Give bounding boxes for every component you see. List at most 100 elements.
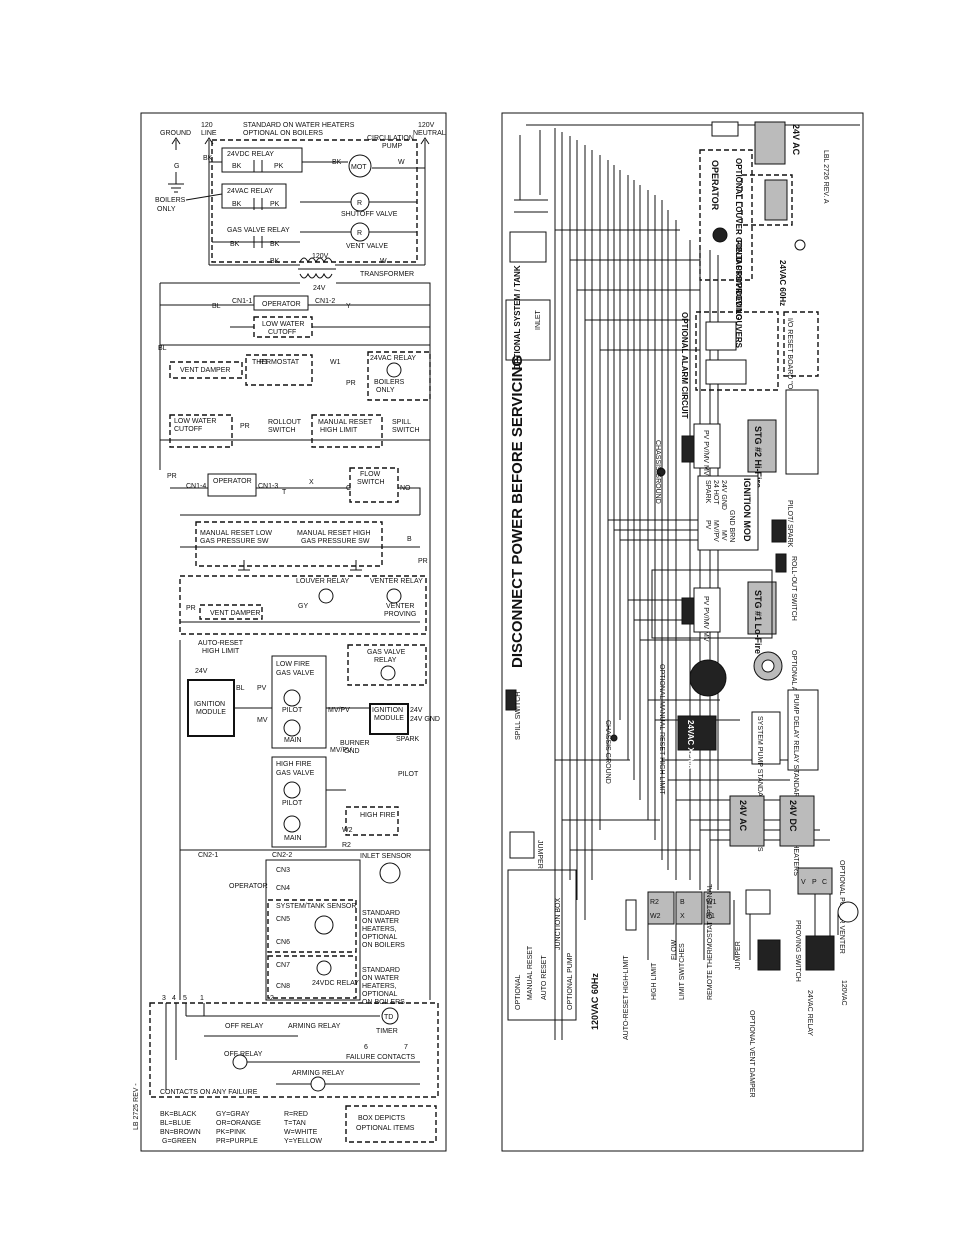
thermostat-label: THERMOSTAT: [252, 359, 300, 366]
gvr-2: RELAY: [374, 657, 397, 664]
rollout-2: SWITCH: [268, 427, 296, 434]
burner-gnd-2: GND: [344, 748, 360, 755]
std3-a: HEATERS,: [362, 926, 397, 933]
ac24-label-top: 24V AC: [791, 124, 801, 156]
bottom-wires: [647, 894, 839, 960]
vent-damper-box-2: [199, 604, 263, 620]
bk-label: BK: [203, 155, 213, 162]
ground-label: GROUND: [160, 130, 191, 137]
rollout-1: ROLLOUT: [268, 419, 302, 426]
gy-1: GY: [298, 603, 308, 610]
ignition-module-box: [697, 475, 759, 551]
spill-2: SWITCH: [392, 427, 420, 434]
pilot-symbol-label: PILOT: [398, 771, 419, 778]
sys-tank-label: SYSTEM/TANK SENSOR: [276, 903, 356, 910]
ign-3: IGNITION: [372, 707, 403, 714]
operator-relay-label: OPERATOR: [213, 478, 252, 485]
boilers-only-leader: [185, 193, 223, 201]
louver-terminal: [764, 179, 788, 221]
y-1: Y: [346, 303, 351, 310]
w-2: W: [380, 258, 387, 265]
stg1-label-box: [747, 581, 777, 635]
opt-alarm-label: OPTIONAL ALARM CIRCUIT: [680, 312, 689, 419]
legend-bl: BL=BLUE: [160, 1120, 191, 1127]
vent-damper-label: VENT DAMPER: [180, 367, 230, 374]
line-label: LINE: [201, 130, 217, 137]
pilot-1: PILOT: [282, 707, 303, 714]
pk-2: PK: [270, 201, 280, 208]
junction-area: [507, 869, 577, 1021]
relay-contact-3: [212, 236, 300, 248]
venter-relay-label: VENTER RELAY: [370, 578, 423, 585]
standard-note-1: STANDARD ON WATER HEATERS: [243, 122, 355, 129]
v120b-label: 120VAC: [840, 980, 847, 1006]
off-relay-contact: OFF RELAY: [225, 1023, 264, 1030]
ac24-label-mid: 24V AC: [738, 800, 748, 832]
pump-motor-icon: [348, 154, 372, 178]
stg1-terminals: [693, 587, 721, 633]
manual-reset-label: MANUAL RESET: [527, 945, 534, 1000]
tb-b: B: [680, 899, 685, 906]
burner-gnd-1: BURNER: [340, 740, 370, 747]
pv-1: PV: [257, 685, 267, 692]
neutral-label: NEUTRAL: [413, 130, 446, 137]
std2-b: ON WATER: [362, 975, 399, 982]
n2: 2: [270, 995, 274, 1002]
relay-contact-2: [253, 198, 263, 210]
bk-1: BK: [232, 163, 242, 170]
pr-3: PR: [167, 473, 177, 480]
optional-label-bottom: OPTIONAL: [515, 974, 522, 1010]
relay-24vdc-coil: [316, 960, 332, 976]
flow-switch-box: [349, 467, 399, 503]
legend-bk: BK=BLACK: [160, 1111, 197, 1118]
shutoff-valve-label: SHUTOFF VALVE: [341, 211, 398, 218]
tb-v-p-c: [797, 867, 833, 895]
ign-term-spark: SPARK: [704, 480, 711, 504]
vac24-label: 24VAC 60Hz: [778, 260, 787, 306]
tb-r2-w2: [647, 891, 675, 925]
terminal-24vac-top: [754, 121, 786, 165]
tb-x: X: [680, 913, 685, 920]
auto-reset-hl-icon: [625, 899, 637, 931]
louver-relay-coil: [318, 588, 334, 604]
connection-diagram: DISCONNECT POWER BEFORE SERVICING LBL 27…: [501, 112, 864, 1152]
legend-gy: GY=GRAY: [216, 1111, 250, 1118]
bk-6: BK: [270, 258, 280, 265]
pump-delay-label: PUMP DELAY RELAY STANDARD ON WATER HEATE…: [792, 694, 799, 876]
off-relay-coil: [232, 1054, 248, 1070]
tb-p: P: [812, 879, 817, 886]
boilers-only-2: ONLY: [157, 206, 176, 213]
sys-pump-label: SYSTEM PUMP STANDARD ON BOILERS: [756, 716, 763, 852]
low-fire-2: GAS VALVE: [276, 670, 315, 677]
ign-term-24gnd: 24V GND: [720, 480, 727, 510]
relay-24vac-bottom-label: 24VAC RELAY: [806, 990, 813, 1036]
relay-contact-1: [253, 160, 263, 172]
legend-g: G=GREEN: [162, 1138, 196, 1145]
io-reset-box: [783, 311, 819, 377]
lwco-label-2: CUTOFF: [268, 329, 296, 336]
td-label: TD: [384, 1014, 393, 1021]
cn7: CN7: [276, 962, 290, 969]
legend-box-1: BOX DEPICTS: [358, 1115, 405, 1122]
venter-proving-2: PROVING: [384, 611, 416, 618]
jumper-label: JUMPER: [536, 840, 543, 869]
cn8: CN8: [276, 983, 290, 990]
tb-r1: R1: [706, 913, 715, 920]
stg1-label: STG #1 Lo-Fire: [753, 590, 763, 654]
louver-box: [741, 174, 793, 226]
venter-relay-coil: [386, 588, 402, 604]
mot-label: MOT: [351, 164, 367, 171]
std5-a: ON BOILERS: [362, 942, 405, 949]
pilot-spark-label: PILOT/ SPARK: [786, 500, 793, 548]
relay-24vac-boiler-label: 24VAC RELAY: [370, 355, 416, 362]
legend-r: R=RED: [284, 1111, 308, 1118]
xfmr-block: [677, 715, 717, 751]
thermostat-rail: [159, 344, 430, 415]
tb-c: C: [822, 879, 827, 886]
relay-24vac-bottom: [805, 935, 835, 971]
vent-damper-motor-icon: [757, 939, 781, 971]
r1-label: R1: [259, 359, 268, 366]
relay-24vac-boiler-box: [367, 351, 431, 401]
auto-reset-hl-label: AUTO-RESET HIGH-LIMIT: [623, 955, 630, 1040]
ign-term-mvpv: MV/PV: [712, 520, 719, 542]
